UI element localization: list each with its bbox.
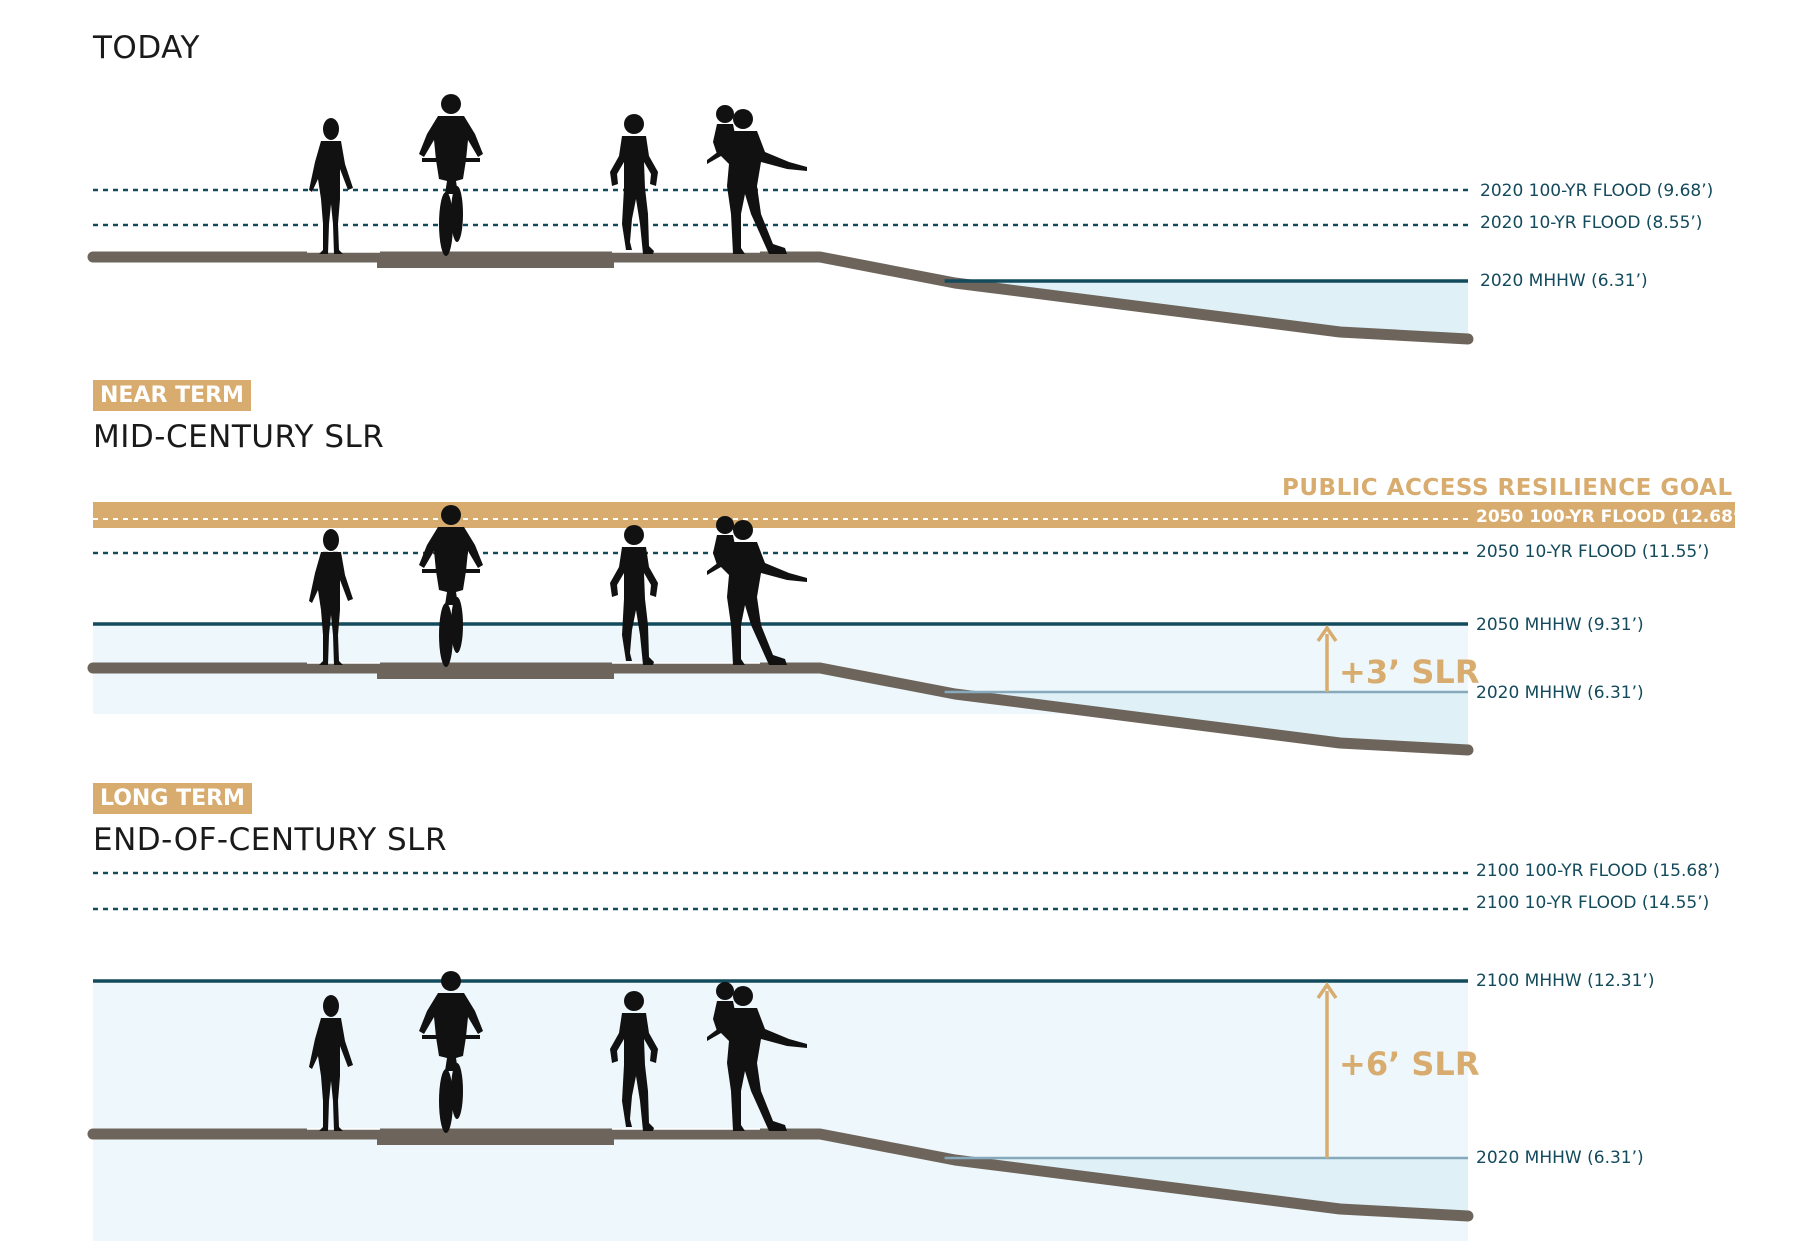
- shoreline-ground: [87, 662, 1474, 756]
- mhhw-label: 2050 MHHW (9.31’): [1476, 615, 1644, 635]
- slr-arrow-head: [1316, 624, 1338, 642]
- resilience-goal-band: [93, 502, 1735, 528]
- people-group: [309, 94, 807, 256]
- bike-path-slab: [377, 665, 614, 679]
- person-running-icon: [610, 114, 658, 254]
- resilience-goal-label: PUBLIC ACCESS RESILIENCE GOAL: [1282, 475, 1733, 501]
- flood-100-label: 2050 100-YR FLOOD (12.68’): [1476, 507, 1748, 527]
- mhhw-2020-label: 2020 MHHW (6.31’): [1476, 683, 1644, 703]
- flood-100-label: 2100 100-YR FLOOD (15.68’): [1476, 861, 1721, 881]
- panel-title-mid-century: MID-CENTURY SLR: [93, 419, 385, 455]
- cyclist-icon: [419, 94, 483, 256]
- mhhw-label: 2020 MHHW (6.31’): [1480, 271, 1648, 291]
- slr-amount: +3’ SLR: [1339, 653, 1480, 691]
- long-term-badge: LONG TERM: [93, 783, 252, 814]
- flood-10-label: 2020 10-YR FLOOD (8.55’): [1480, 213, 1703, 233]
- near-term-badge: NEAR TERM: [93, 380, 251, 411]
- slr-arrow-head: [1316, 981, 1338, 999]
- flood-10-label: 2100 10-YR FLOOD (14.55’): [1476, 893, 1710, 913]
- mhhw-label: 2100 MHHW (12.31’): [1476, 971, 1655, 991]
- flood-100-label: 2020 100-YR FLOOD (9.68’): [1480, 181, 1714, 201]
- mhhw-2020-label: 2020 MHHW (6.31’): [1476, 1148, 1644, 1168]
- bike-path-slab: [377, 254, 614, 268]
- flood-10-label: 2050 10-YR FLOOD (11.55’): [1476, 542, 1710, 562]
- shoreline-ground: [87, 1128, 1474, 1222]
- panel-title-today: TODAY: [93, 30, 200, 66]
- panel-title-end-of-century: END-OF-CENTURY SLR: [93, 822, 447, 858]
- adult-carrying-child-icon: [707, 105, 807, 254]
- shoreline-ground: [87, 251, 1474, 345]
- slr-amount: +6’ SLR: [1339, 1045, 1480, 1083]
- bike-path-slab: [377, 1131, 614, 1145]
- person-walking-icon: [309, 118, 353, 254]
